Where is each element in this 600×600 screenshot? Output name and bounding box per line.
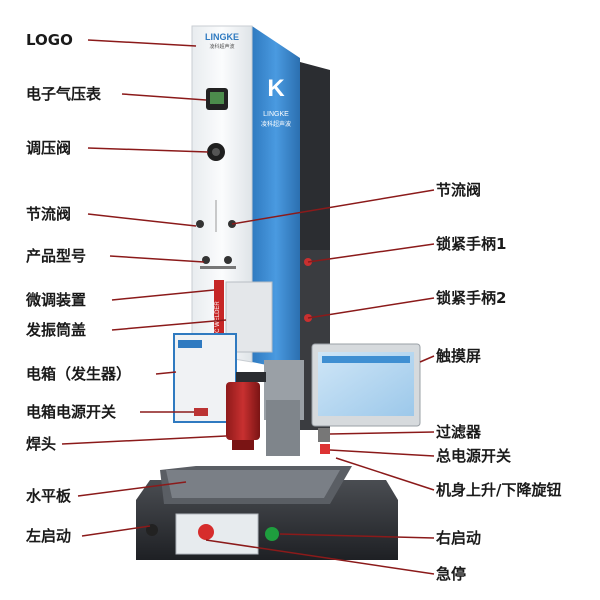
leader-lines-right [205,189,435,575]
leader-lines-left [61,39,227,537]
column-brand: LINGKE [263,111,289,118]
leader-generator [155,371,177,375]
label-lock1: 锁紧手柄1 [436,235,507,253]
leader-lock2 [307,297,435,319]
generator-badge [178,340,202,348]
label-model: 产品型号 [26,247,87,265]
welding-horn [226,382,260,440]
label-gauge: 电子气压表 [26,85,102,103]
model-button-1[interactable] [202,256,210,264]
leader-pressure-valve [87,147,209,153]
filter [318,428,330,442]
label-throttle-left: 节流阀 [26,205,72,223]
label-throttle-right: 节流阀 [436,181,482,199]
leader-logo [87,39,197,47]
leader-throttle-left [87,213,197,227]
leader-gauge [121,93,207,101]
label-cover: 发振筒盖 [26,321,87,339]
label-horn: 焊头 [26,435,57,453]
column-brand-cn: 凌科超声波 [261,120,291,128]
leader-plate [77,481,187,497]
leader-main-switch [329,449,435,457]
leader-horn [61,435,227,445]
horn-mount [236,372,266,382]
label-right-start: 右启动 [436,529,482,547]
emergency-stop-button[interactable] [198,524,214,540]
label-left-start: 左启动 [26,527,72,545]
label-lift-knob: 机身上升/下降旋钮 [436,481,562,499]
left-start-button[interactable] [146,524,158,536]
label-touch: 触摸屏 [436,347,482,365]
label-filter: 过滤器 [436,423,482,441]
label-main-switch: 总电源开关 [436,447,512,465]
label-logo: LOGO [26,31,73,49]
label-fine-adjust: 微调装置 [26,291,87,309]
label-gen-switch: 电箱电源开关 [26,403,117,421]
leader-model [109,255,205,263]
label-pressure-valve: 调压阀 [26,139,72,157]
model-button-2[interactable] [224,256,232,264]
leader-fine-adjust [111,289,215,301]
generator-box [173,333,237,423]
model-plate [200,266,236,269]
panel-logo-cn: 凌科超声波 [209,43,234,50]
label-estop: 急停 [436,565,467,583]
generator-power-switch[interactable] [194,408,208,416]
leader-lock1 [307,243,435,263]
right-start-button[interactable] [265,527,279,541]
leader-cover [111,319,227,331]
leader-right-start [279,533,435,539]
leader-lift-knob [335,457,435,491]
column-k-letter: K [267,75,285,102]
main-power-switch[interactable] [320,444,330,454]
leader-left-start [81,525,151,537]
leader-estop [205,539,435,575]
leader-touch [419,355,435,363]
gauge-screen [210,92,224,104]
label-plate: 水平板 [26,487,72,505]
panel-logo: LINGKE [205,32,239,42]
leader-throttle-right [231,189,435,225]
label-lock2: 锁紧手柄2 [436,289,507,307]
front-panel [191,25,253,363]
leader-filter [329,431,435,435]
control-panel [175,513,259,555]
throttle-valve-left[interactable] [196,220,204,228]
label-generator: 电箱（发生器） [26,365,132,383]
